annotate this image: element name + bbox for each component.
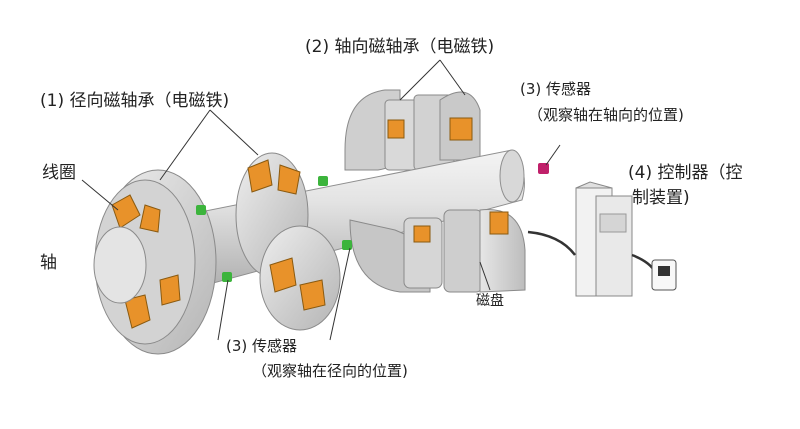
label-axial-sensor-desc: （观察轴在轴向的位置) — [528, 106, 684, 124]
radial-sensor-4 — [342, 240, 352, 250]
label-controller-line1: (4) 控制器（控 — [628, 163, 743, 183]
shaft — [119, 149, 525, 301]
radial-sensor-1 — [196, 205, 206, 215]
label-controller-line2: 制装置) — [632, 188, 690, 208]
label-axial-sensor-title: (3) 传感器 — [520, 80, 592, 98]
label-radial-sensor-desc: （观察轴在径向的位置) — [252, 362, 408, 380]
axial-bearing-rear-yoke — [344, 89, 481, 171]
radial-bearing-left — [93, 169, 217, 355]
radial-bearing-right — [235, 152, 341, 331]
label-shaft: 轴 — [40, 253, 57, 273]
label-coil: 线圈 — [42, 163, 76, 183]
controller-unit — [527, 181, 677, 297]
label-axial-magnetic-bearing: (2) 轴向磁轴承（电磁铁) — [305, 37, 495, 57]
axial-sensor — [538, 163, 549, 174]
radial-sensor-3 — [222, 272, 232, 282]
radial-sensors — [196, 176, 352, 282]
leader-lines — [81, 59, 561, 341]
label-magnetic-disk: 磁盘 — [476, 293, 504, 309]
label-radial-magnetic-bearing: (1) 径向磁轴承（电磁铁) — [40, 91, 230, 111]
label-radial-sensor-title: (3) 传感器 — [226, 337, 298, 355]
radial-sensor-2 — [318, 176, 328, 186]
axial-bearing-front — [349, 209, 526, 293]
